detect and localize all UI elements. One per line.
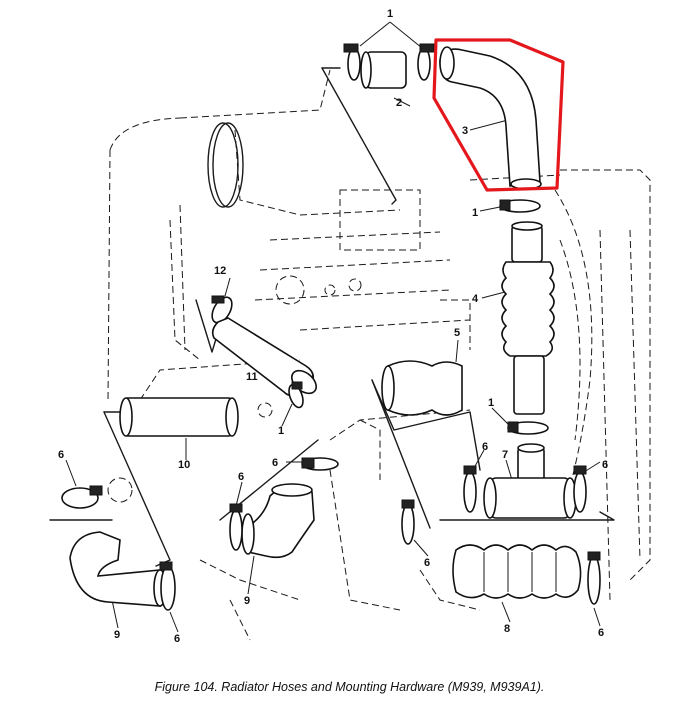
item-10-hose [119, 397, 239, 437]
item-6-clamps-left [61, 485, 176, 611]
figure-caption: Figure 104. Radiator Hoses and Mounting … [154, 680, 545, 694]
callout-1-top: 1 [387, 8, 393, 20]
item-3-highlight-box [432, 38, 565, 192]
item-12-clamp [211, 295, 233, 324]
callout-6-a: 6 [272, 457, 278, 469]
callout-labels: 1 2 3 1 4 12 11 1 5 10 1 6 6 7 6 6 6 9 9… [58, 8, 608, 645]
callout-1-left: 1 [278, 425, 284, 437]
item-2-hose [360, 51, 407, 89]
item-3-elbow-hose [439, 46, 542, 190]
callout-3: 3 [462, 125, 468, 137]
callout-6-e: 6 [58, 449, 64, 461]
item-6-clamps-center [229, 457, 339, 551]
item-6-clamps-tee [463, 465, 587, 513]
callout-5: 5 [454, 327, 460, 339]
item-7-tee-fitting [483, 443, 577, 519]
engine-outline [107, 69, 651, 641]
callout-9-a: 9 [244, 595, 250, 607]
item-1-clamp-mid [499, 199, 541, 213]
callout-11: 11 [246, 371, 258, 383]
callout-6-b: 6 [482, 441, 488, 453]
item-5-hose [381, 360, 463, 416]
item-1-clamp-lower [507, 421, 549, 435]
callout-12: 12 [214, 265, 226, 277]
callout-6-c: 6 [602, 459, 608, 471]
item-9-elbow-center [241, 483, 315, 559]
callout-6-h: 6 [598, 627, 604, 639]
callout-8: 8 [504, 623, 510, 635]
callout-9-b: 9 [114, 629, 120, 641]
radiator-tube-outline [207, 122, 244, 208]
item-8-convoluted-hose [452, 544, 582, 599]
callout-4: 4 [472, 293, 479, 305]
callout-7: 7 [502, 449, 508, 461]
leader-lines [49, 21, 615, 633]
callout-6-d: 6 [238, 471, 244, 483]
item-1-clamp-left [288, 381, 304, 409]
callout-6-f: 6 [174, 633, 180, 645]
item-4-bellows-hose [501, 221, 555, 415]
item-6-clamps-lower-right [401, 499, 601, 605]
item-1-clamps-top [343, 43, 435, 81]
callout-1-mid: 1 [472, 207, 478, 219]
item-9-elbow-left [69, 531, 167, 607]
callout-2: 2 [396, 97, 402, 109]
callout-1-lower: 1 [488, 397, 494, 409]
callout-10: 10 [178, 459, 190, 471]
callout-6-g: 6 [424, 557, 430, 569]
